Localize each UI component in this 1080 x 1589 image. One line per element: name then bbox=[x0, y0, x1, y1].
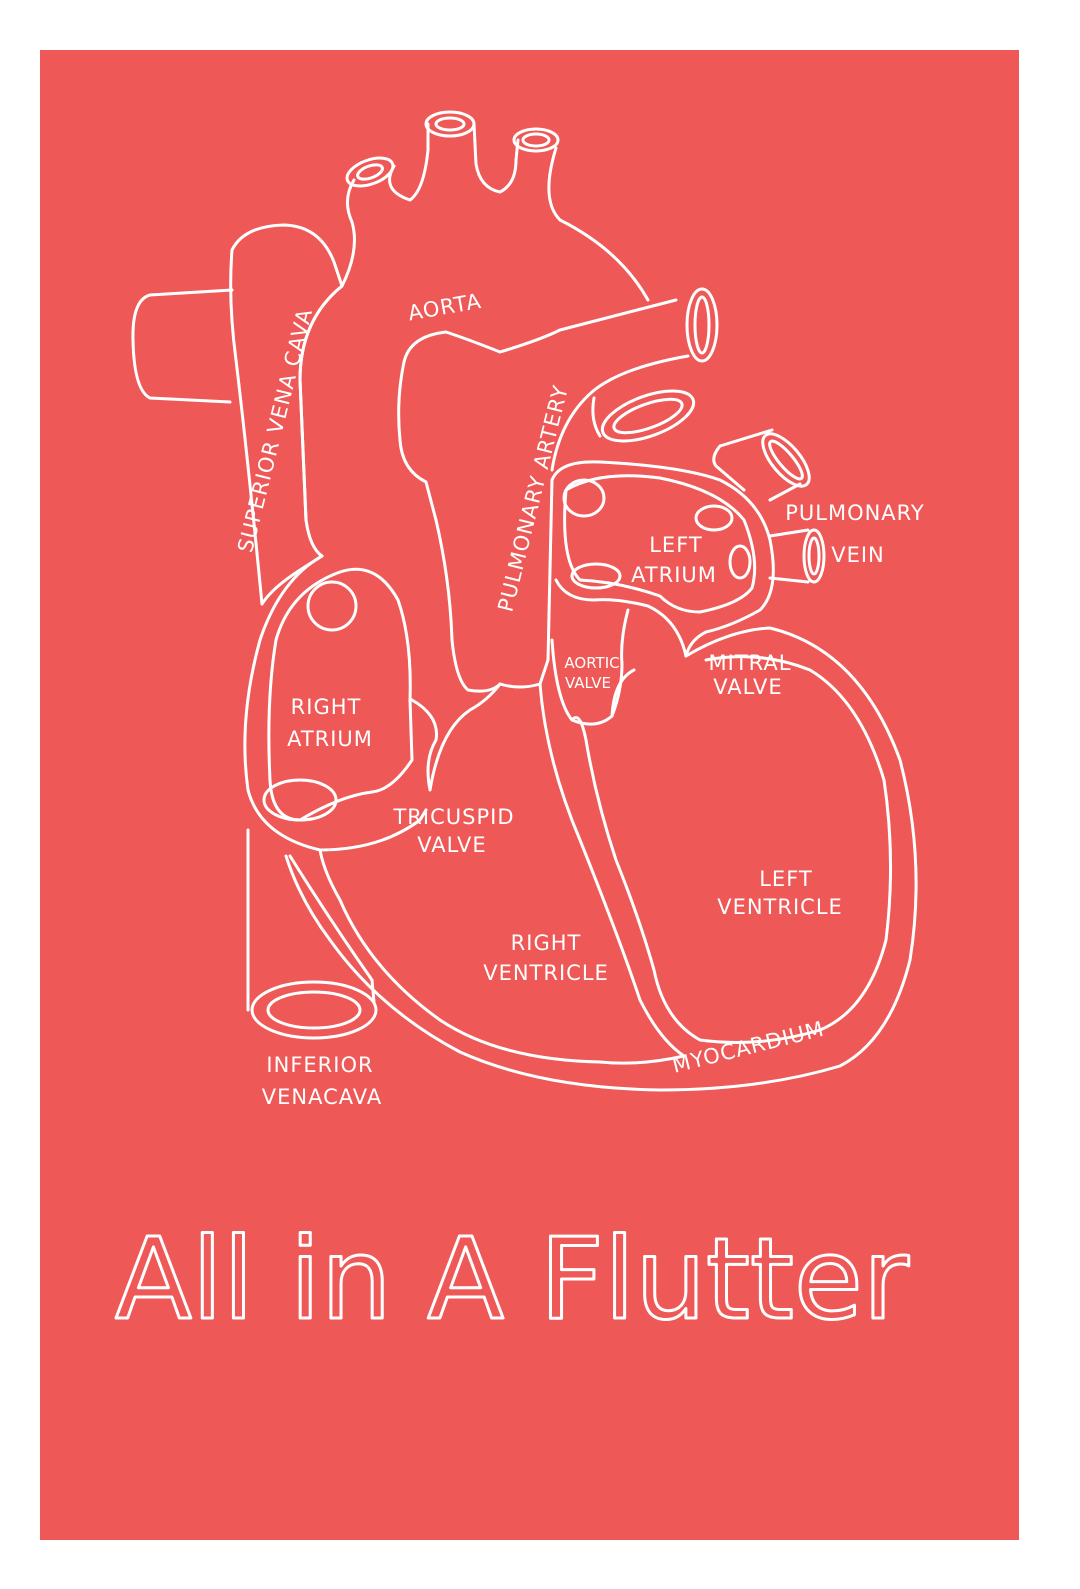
poster-background bbox=[40, 50, 1019, 1540]
label-mitral-valve-1: MITRAL bbox=[709, 651, 792, 675]
label-aortic-valve-1: AORTIC bbox=[564, 654, 619, 672]
label-right-atrium-2: ATRIUM bbox=[287, 727, 373, 751]
label-left-ventricle-2: VENTRICLE bbox=[717, 895, 843, 919]
label-right-atrium-1: RIGHT bbox=[291, 695, 362, 719]
label-pulmonary-vein-2: VEIN bbox=[831, 543, 885, 567]
label-inferior-vena-cava-1: INFERIOR bbox=[266, 1053, 373, 1077]
label-left-atrium-2: ATRIUM bbox=[631, 563, 717, 587]
label-tricuspid-valve-2: VALVE bbox=[417, 833, 486, 857]
label-left-ventricle-1: LEFT bbox=[759, 867, 813, 891]
label-mitral-valve-2: VALVE bbox=[713, 675, 782, 699]
label-right-ventricle-1: RIGHT bbox=[511, 931, 582, 955]
label-tricuspid-valve-1: TRICUSPID bbox=[392, 805, 514, 829]
label-left-atrium-1: LEFT bbox=[649, 533, 703, 557]
heart-illustration bbox=[131, 110, 918, 1092]
label-pulmonary-vein-1: PULMONARY bbox=[785, 501, 925, 525]
poster-title: All in A Flutter bbox=[115, 1215, 910, 1345]
label-right-ventricle-2: VENTRICLE bbox=[483, 961, 609, 985]
label-inferior-vena-cava-2: VENACAVA bbox=[262, 1085, 382, 1109]
label-aortic-valve-2: VALVE bbox=[565, 674, 611, 692]
labels: SUPERIOR VENA CAVA AORTA PULMONARY ARTER… bbox=[233, 289, 925, 1109]
label-aorta: AORTA bbox=[406, 289, 483, 326]
label-myocardium: MYOCARDIUM bbox=[670, 1017, 827, 1078]
label-pulmonary-artery: PULMONARY ARTERY bbox=[493, 382, 573, 614]
